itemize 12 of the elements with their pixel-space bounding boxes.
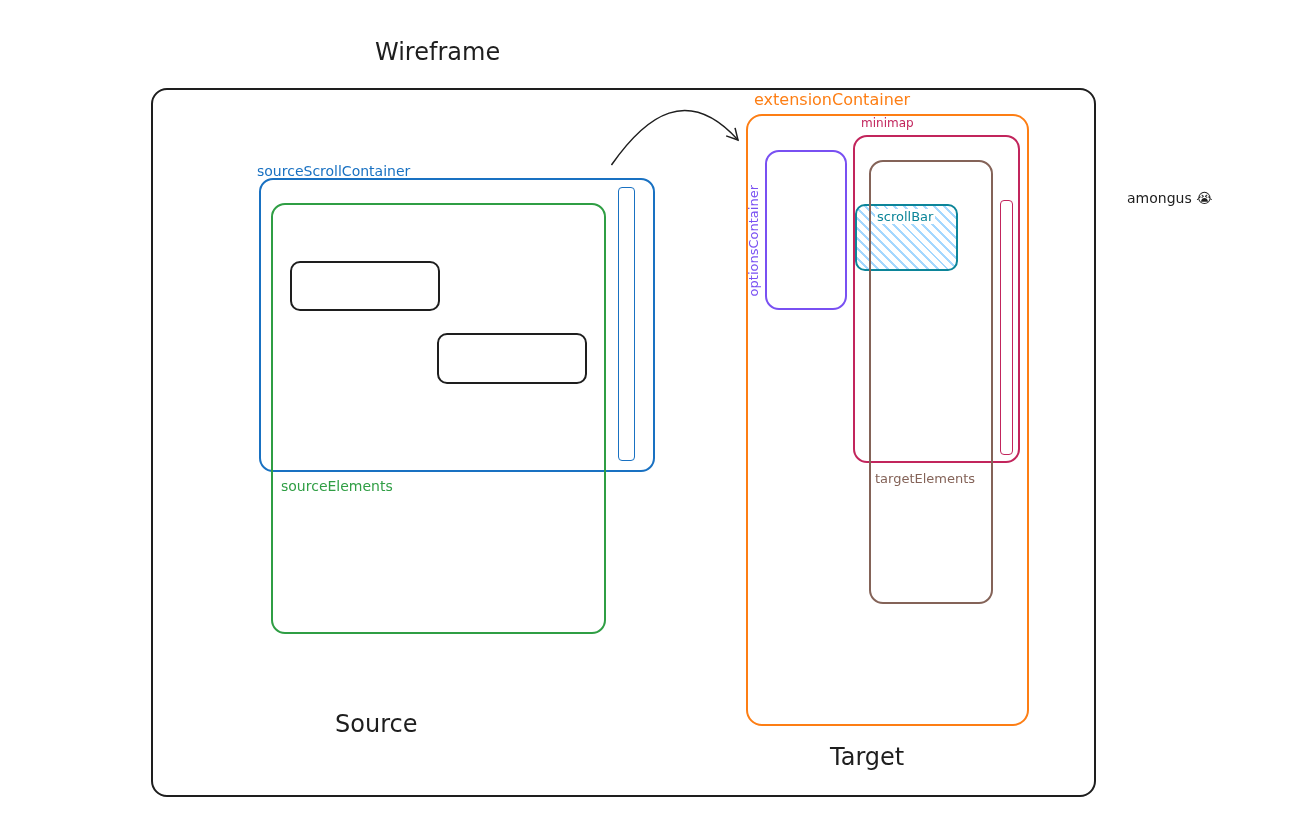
container-label: optionsContainer: [747, 185, 760, 297]
diagram-heading: Wireframe: [375, 40, 501, 64]
container-label: sourceElements: [281, 479, 393, 493]
note-text: amongus 😭: [1127, 191, 1213, 205]
container-label: targetElements: [875, 472, 976, 485]
section-label: Source: [335, 712, 418, 736]
section-label: Target: [830, 745, 905, 769]
container-label: scrollBar: [875, 209, 936, 224]
arrow: [610, 110, 739, 166]
container-label: extensionContainer: [754, 92, 911, 108]
container-label: minimap: [861, 117, 914, 129]
container-label: sourceScrollContainer: [257, 164, 411, 178]
